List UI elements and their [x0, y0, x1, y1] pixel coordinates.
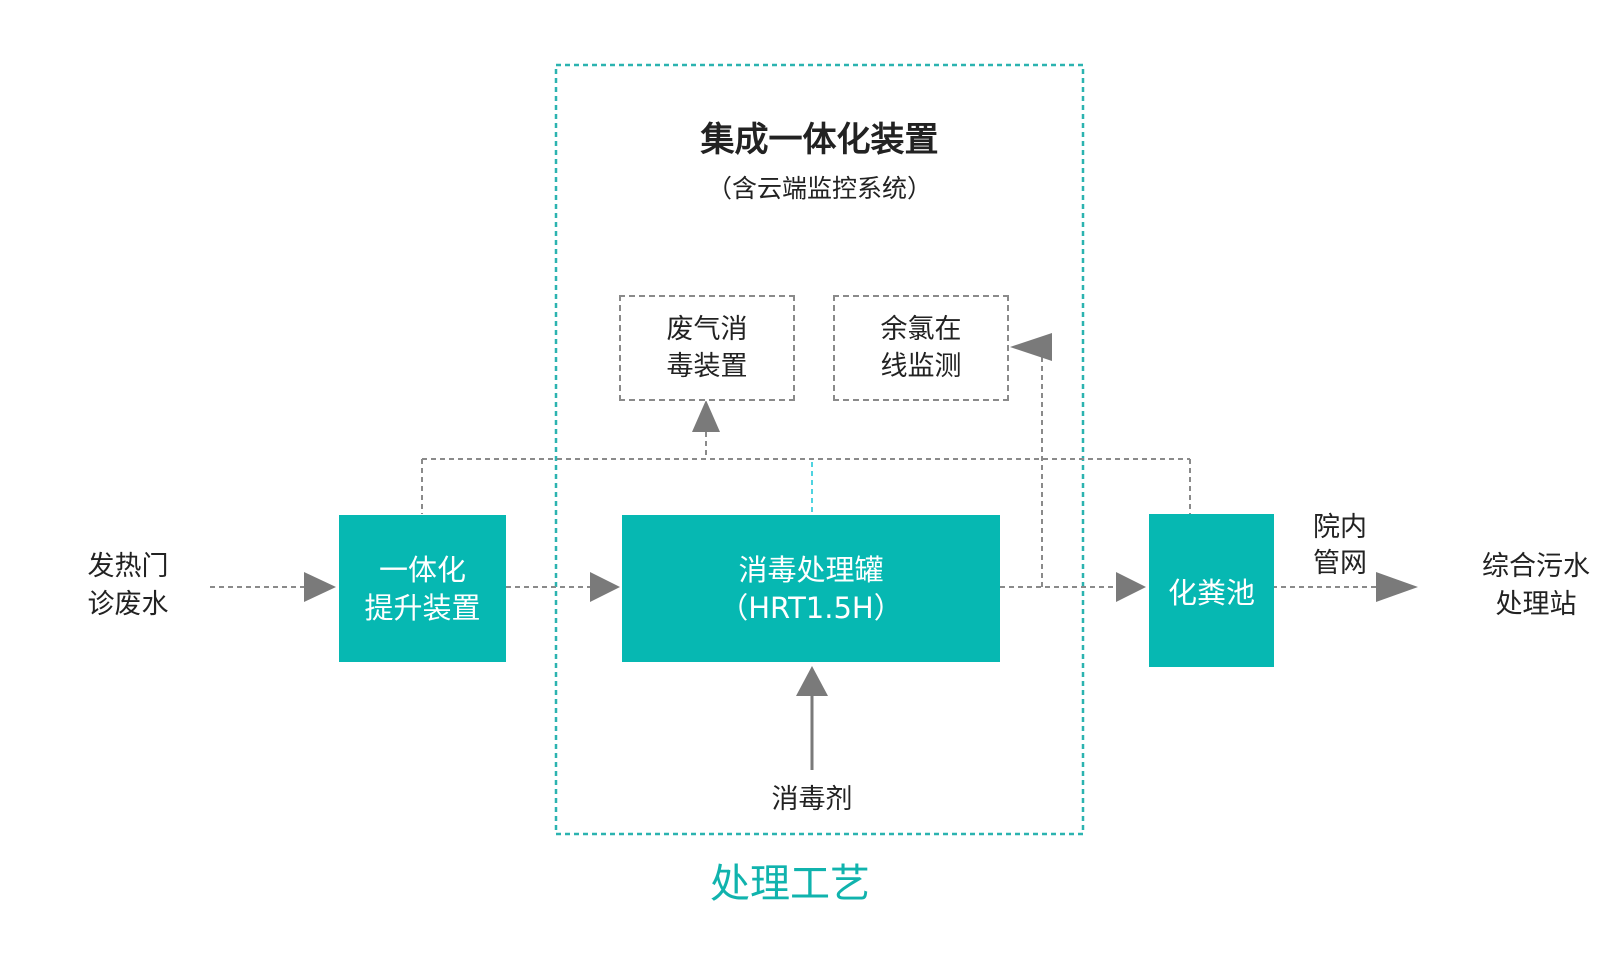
integrated-device-frame — [554, 63, 1085, 836]
dest-line-2: 处理站 — [1495, 589, 1577, 620]
pipe-network-label: 院内 管网 — [1298, 510, 1382, 582]
arrow-lift-tank — [590, 572, 620, 602]
source-line-1: 发热门 — [87, 551, 169, 582]
arrow-septic-dest — [1376, 572, 1418, 602]
frame-subtitle: （含云端监控系统） — [706, 174, 932, 203]
source-line-2: 诊废水 — [87, 589, 169, 620]
frame-title: 集成一体化装置 — [700, 120, 939, 160]
lift-line-2: 提升装置 — [364, 590, 481, 625]
disinfection-tank-box: 消毒处理罐 （HRT1.5H） — [622, 515, 1000, 662]
dest-line-1: 综合污水 — [1482, 551, 1590, 582]
destination-label: 综合污水 处理站 — [1466, 548, 1606, 624]
tank-line-1: 消毒处理罐 — [738, 552, 884, 587]
arrow-to-gas — [692, 400, 720, 432]
arrow-source-lift — [304, 572, 336, 602]
septic-tank-box: 化粪池 — [1149, 514, 1274, 667]
disinfectant-label: 消毒剂 — [771, 784, 853, 815]
septic-label: 化粪池 — [1167, 575, 1255, 610]
pipe-line-2: 管网 — [1313, 548, 1367, 579]
chlorine-line-1: 余氯在 — [880, 314, 962, 345]
chlorine-monitor-box: 余氯在 线监测 — [833, 295, 1009, 401]
tank-line-2: （HRT1.5H） — [719, 590, 903, 625]
gas-line-1: 废气消 — [666, 314, 748, 345]
arrow-tank-septic — [1116, 572, 1146, 602]
pipe-line-1: 院内 — [1313, 512, 1367, 543]
arrow-disinfectant — [796, 666, 828, 696]
lift-line-1: 一体化 — [378, 552, 466, 587]
source-label: 发热门 诊废水 — [64, 548, 192, 624]
gas-line-2: 毒装置 — [666, 351, 748, 382]
exhaust-disinfection-box: 废气消 毒装置 — [619, 295, 795, 401]
chlorine-line-2: 线监测 — [880, 351, 962, 382]
lift-station-box: 一体化 提升装置 — [339, 515, 506, 662]
arrow-to-chlorine — [1010, 333, 1052, 361]
process-caption: 处理工艺 — [710, 861, 870, 907]
